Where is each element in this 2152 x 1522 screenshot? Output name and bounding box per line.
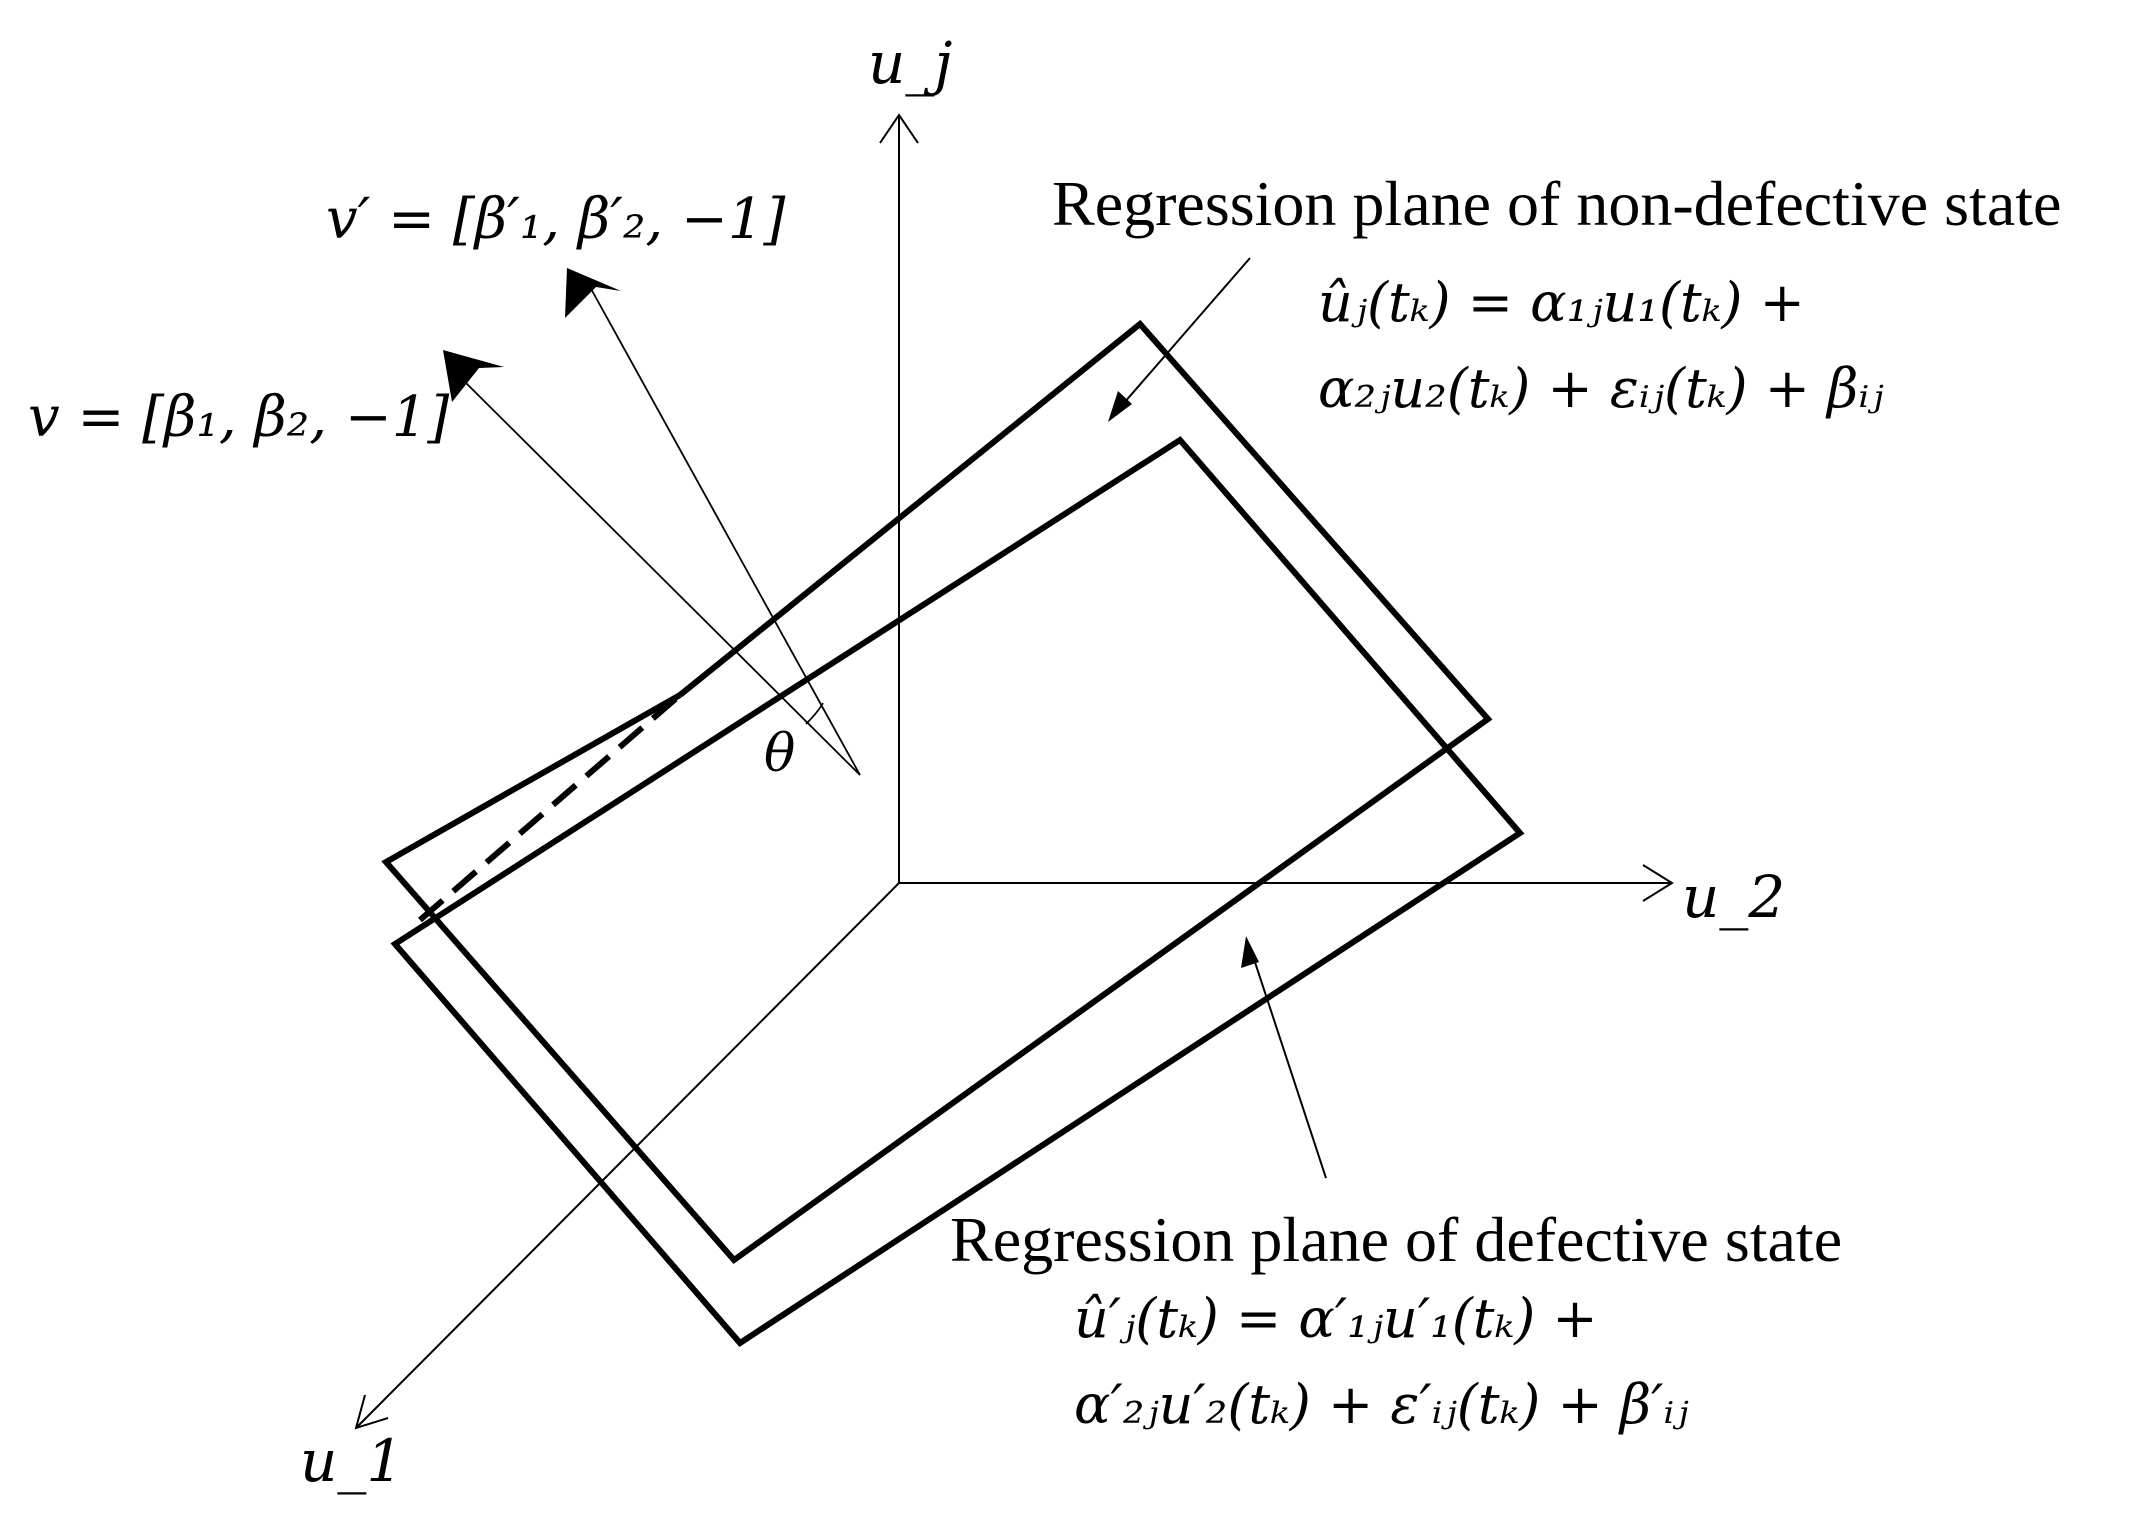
defective-equation-line1: û′ⱼ(tₖ) = α′₁ⱼu′₁(tₖ) + <box>1074 1287 1598 1350</box>
vector-v-arrowhead <box>443 350 504 402</box>
vector-v-label: v = [β₁, β₂, −1] <box>28 385 450 450</box>
axis-label-uj: u_j <box>868 29 953 97</box>
axis-uj-arrowhead <box>879 113 919 144</box>
vector-v-line <box>461 378 861 776</box>
vector-v-prime-arrowhead <box>565 268 621 318</box>
defective-equation-line2: α′₂ⱼu′₂(tₖ) + ε′ᵢⱼ(tₖ) + β′ᵢⱼ <box>1074 1373 1689 1436</box>
coordinate-axes <box>354 113 1674 1430</box>
pointer-arrows <box>1116 257 1327 1179</box>
angle-theta-label: θ <box>764 724 796 784</box>
vector-v-prime-line <box>589 286 861 776</box>
axis-label-u2: u_2 <box>1682 863 1786 931</box>
axis-u1 <box>355 882 900 1429</box>
pointer-defective-arrowhead <box>1241 936 1259 968</box>
non-defective-equation-line2: α₂ⱼu₂(tₖ) + εᵢⱼ(tₖ) + βᵢⱼ <box>1318 357 1884 420</box>
non-defective-plane-visible-edges <box>381 319 1493 1265</box>
non-defective-title: Regression plane of non-defective state <box>1052 168 2062 239</box>
defective-title: Regression plane of defective state <box>950 1204 1843 1275</box>
non-defective-plane <box>381 319 1493 1265</box>
normal-vectors <box>461 286 861 776</box>
axis-label-u1: u_1 <box>300 1427 404 1495</box>
pointer-non-defective-arrowhead <box>1108 391 1132 422</box>
defective-plane <box>390 436 1525 1347</box>
vector-v-prime-label: v′ = [β′₁, β′₂, −1] <box>326 187 786 252</box>
axis-u2-arrowhead <box>1642 864 1674 902</box>
axis-u1-arrowhead <box>354 1394 389 1430</box>
non-defective-equation-line1: ûⱼ(tₖ) = α₁ⱼu₁(tₖ) + <box>1318 271 1805 334</box>
angle-theta-arc <box>805 702 824 725</box>
non-defective-plane-hidden-edges <box>418 692 682 923</box>
pointer-defective <box>1249 946 1327 1179</box>
pointer-non-defective <box>1116 257 1251 412</box>
